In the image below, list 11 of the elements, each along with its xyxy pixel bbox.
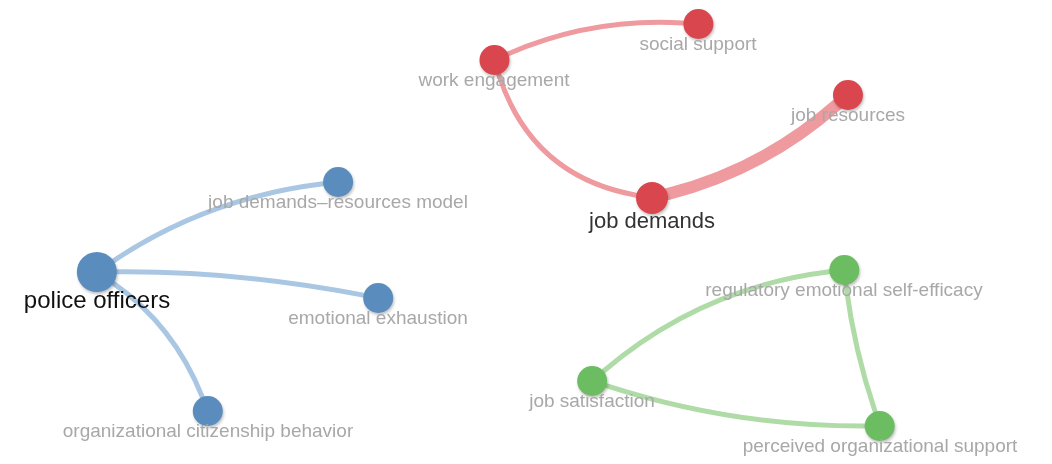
link-line — [843, 282, 878, 415]
node-label: police officers — [23, 286, 171, 314]
node-label: perceived organizational support — [742, 435, 1018, 457]
node-label: job satisfaction — [529, 390, 655, 412]
link-line — [110, 280, 205, 400]
node-label: job demands — [589, 208, 715, 234]
node-label: social support — [639, 33, 757, 55]
node-label: organizational citizenship behavior — [62, 420, 354, 442]
link-line — [505, 19, 686, 57]
node-label: emotional exhaustion — [288, 307, 468, 329]
link-line — [496, 71, 639, 198]
